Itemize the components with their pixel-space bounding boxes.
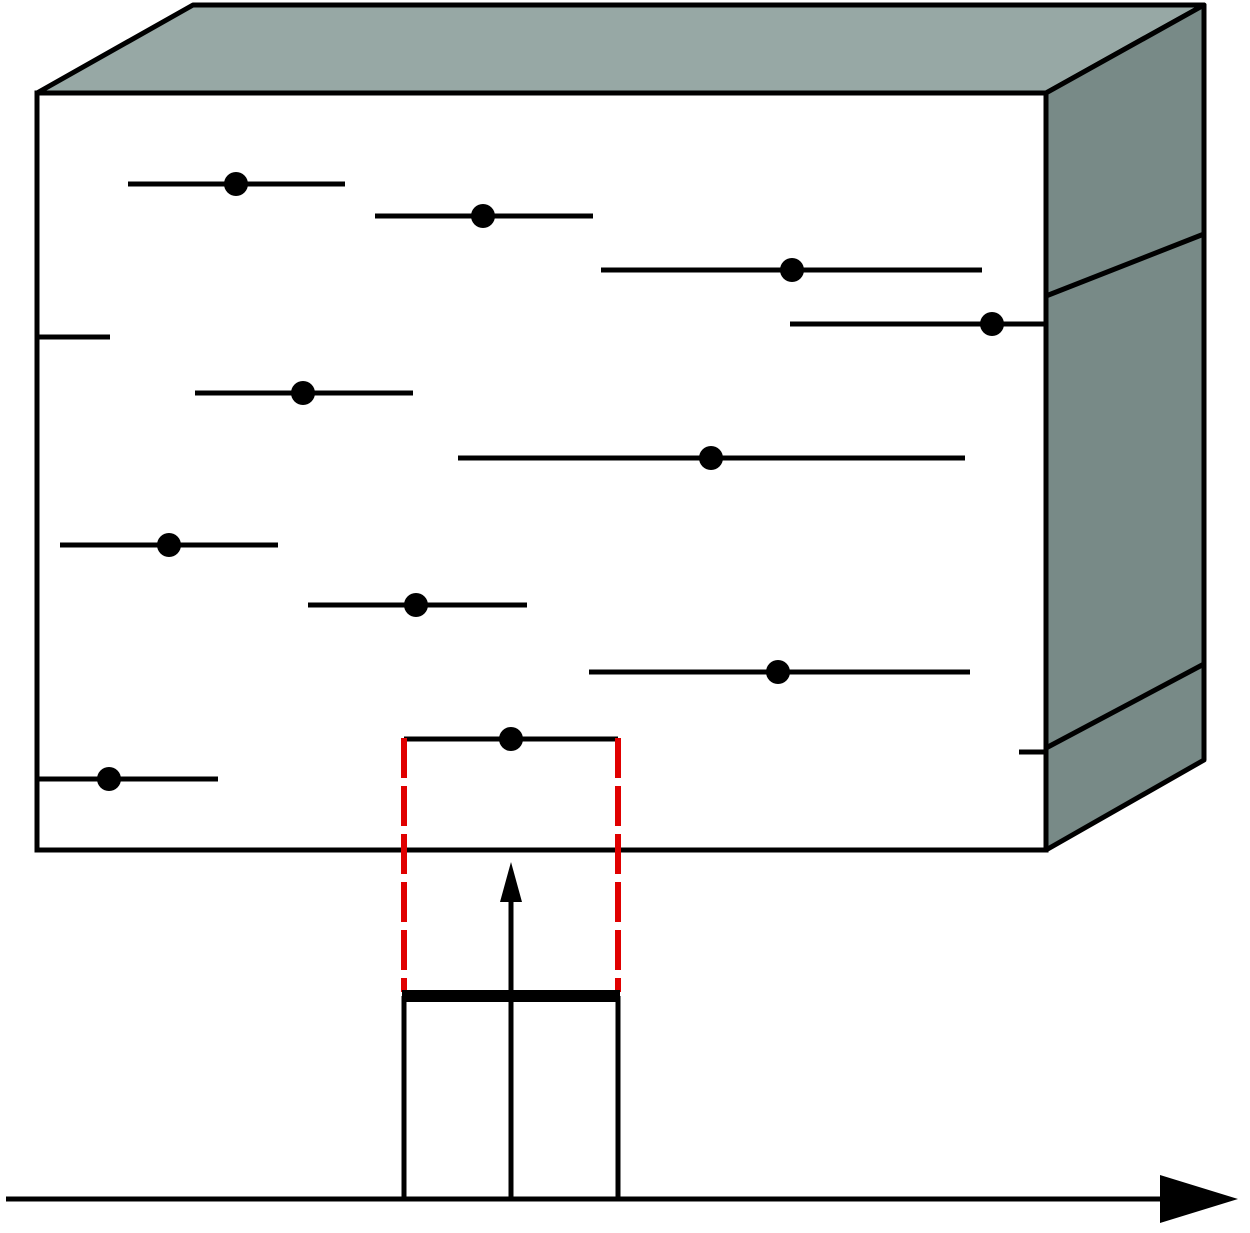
segment-2 [375,204,593,228]
segment-point [980,312,1004,336]
segment-point [404,593,428,617]
segment-point [224,172,248,196]
side-face-line-upper [1045,231,1205,299]
box [34,2,1207,853]
segment-point [499,727,523,751]
segment-11 [404,727,618,751]
box-front-face [34,90,1049,853]
segment-12 [37,767,218,791]
segment-point [157,533,181,557]
box-side-face [1043,2,1207,853]
segment-6 [195,381,413,405]
segment-7 [458,446,965,470]
segment-point [97,767,121,791]
segment-point [766,660,790,684]
segment-10 [589,660,970,684]
horizontal-axis-arrowhead [1160,1175,1238,1223]
segment-8 [60,533,278,557]
up-arrow-head [500,862,522,902]
window [401,738,621,1199]
horizontal-axis [6,1175,1238,1223]
segment-point [699,446,723,470]
segment-point [291,381,315,405]
side-face-line-lower [1044,661,1206,751]
segment-point [471,204,495,228]
segment-3 [601,258,982,282]
up-arrow [500,862,522,1199]
segment-1 [128,172,345,196]
segment-point [780,258,804,282]
box-top-face [34,2,1207,96]
segments-layer [37,172,1046,791]
segment-9 [308,593,527,617]
segment-4 [790,312,1046,336]
